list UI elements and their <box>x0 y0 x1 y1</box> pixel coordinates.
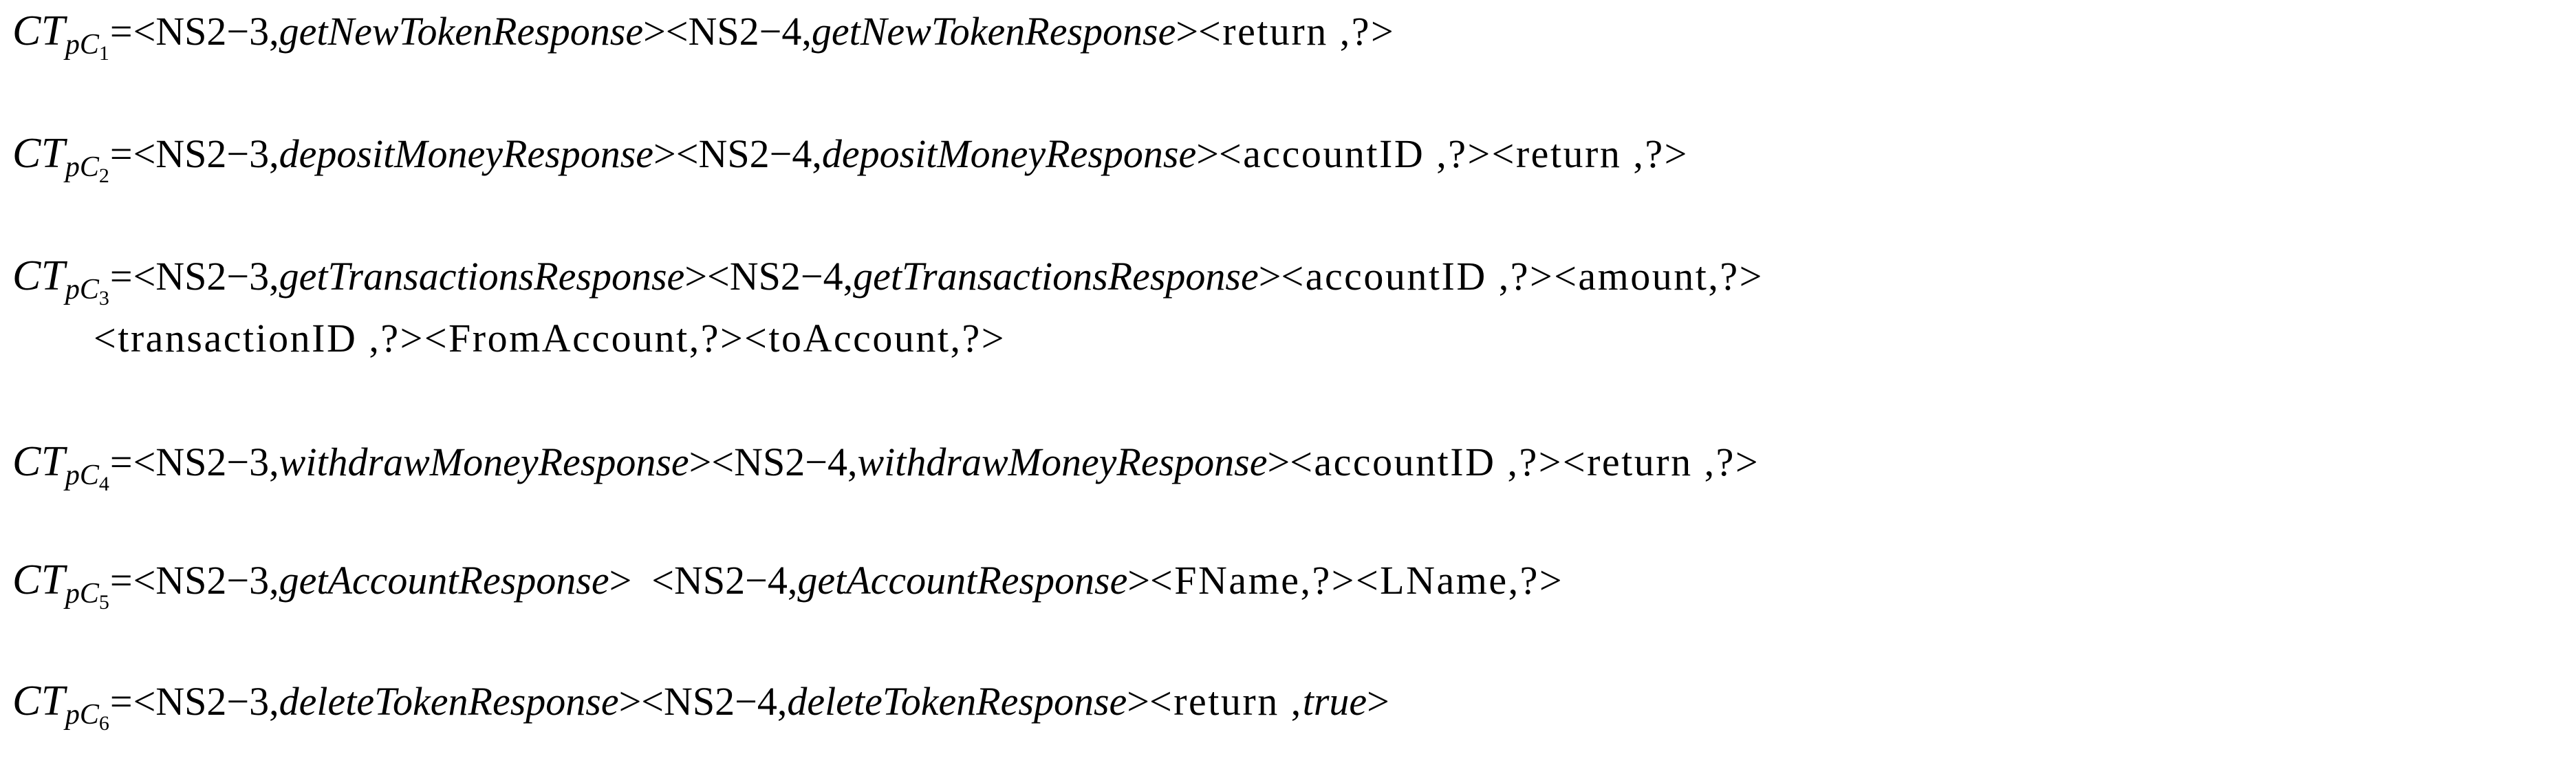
equation-token: getTransactionsResponse <box>853 254 1259 299</box>
equation-rhs-2: <NS2−3,depositMoneyResponse><NS2−4,depos… <box>133 134 1689 174</box>
equation-line: CTpC6=<NS2−3,deleteTokenResponse><NS2−4,… <box>12 680 1389 734</box>
equation-token: > <box>1176 9 1199 54</box>
equation-token: ><NS2−4, <box>689 440 858 484</box>
equation-line: CTpC5=<NS2−3,getAccountResponse> <NS2−4,… <box>12 559 1563 613</box>
equation-label-4: CTpC4 <box>12 438 109 495</box>
equation-line: CTpC1=<NS2−3,getNewTokenResponse><NS2−4,… <box>12 10 1395 64</box>
equation-token: <accountID ,?><return ,?> <box>1218 131 1689 176</box>
equation-token: <FName,?><LName,?> <box>1150 558 1564 603</box>
equation-label-2: CTpC2 <box>12 130 109 187</box>
equation-label-subscript-index: 5 <box>98 590 109 614</box>
equals-sign: = <box>109 558 133 603</box>
equation-label-subscript: pC5 <box>65 577 109 614</box>
equation-label-subscript: pC1 <box>65 28 109 65</box>
equation-line: CTpC2=<NS2−3,depositMoneyResponse><NS2−4… <box>12 132 1689 186</box>
equation-rhs-3: <NS2−3,getTransactionsResponse><NS2−4,ge… <box>133 257 1764 297</box>
equation-token: <NS2−3, <box>133 254 279 299</box>
equation-token: <return ,?> <box>1198 9 1396 54</box>
equation-label-6: CTpC6 <box>12 678 109 735</box>
equation-row-4: CTpC4=<NS2−3,withdrawMoneyResponse><NS2−… <box>12 440 1760 495</box>
equation-rhs-1: <NS2−3,getNewTokenResponse><NS2−4,getNew… <box>133 12 1396 52</box>
equation-line: CTpC3=<NS2−3,getTransactionsResponse><NS… <box>12 255 1764 309</box>
equation-rhs-5: <NS2−3,getAccountResponse> <NS2−4,getAcc… <box>133 561 1563 601</box>
equation-token: ><NS2−4, <box>618 679 788 724</box>
equation-token: <NS2−3, <box>133 131 279 176</box>
equation-rhs-3-cont: <transactionID ,?><FromAccount,?><toAcco… <box>94 318 1006 358</box>
equals-sign: = <box>109 254 133 299</box>
equation-token: withdrawMoneyResponse <box>857 440 1268 484</box>
equation-token: > <box>1267 440 1290 484</box>
equation-token: ><NS2−4, <box>643 9 812 54</box>
equation-token: deleteTokenResponse <box>279 679 619 724</box>
equation-token: <transactionID ,?><FromAccount,?><toAcco… <box>94 315 1006 360</box>
equation-label-subscript: pC6 <box>65 698 109 735</box>
equation-rhs-6: <NS2−3,deleteTokenResponse><NS2−4,delete… <box>133 682 1389 722</box>
equation-label-subscript-index: 2 <box>98 164 109 187</box>
equation-token: <accountID ,?><return ,?> <box>1290 440 1760 484</box>
equation-token: getTransactionsResponse <box>279 254 685 299</box>
equation-token: > <NS2−4, <box>609 558 798 603</box>
equals-sign: = <box>109 679 133 724</box>
equation-token: <NS2−3, <box>133 9 279 54</box>
equation-line: CTpC4=<NS2−3,withdrawMoneyResponse><NS2−… <box>12 440 1760 495</box>
equation-token: deleteTokenResponse <box>787 679 1127 724</box>
equation-label-subscript-index: 1 <box>98 41 109 65</box>
equals-sign: = <box>109 440 133 484</box>
equation-row-1: CTpC1=<NS2−3,getNewTokenResponse><NS2−4,… <box>12 10 1395 64</box>
equation-token: depositMoneyResponse <box>279 131 654 176</box>
equation-token: <accountID ,?><amount,?> <box>1281 254 1764 299</box>
equation-token: getAccountResponse <box>797 558 1128 603</box>
equation-label-subscript: pC2 <box>65 151 109 187</box>
equation-token: <NS2−3, <box>133 679 279 724</box>
equation-token: ><NS2−4, <box>653 131 822 176</box>
equation-row-3: CTpC3=<NS2−3,getTransactionsResponse><NS… <box>12 255 1764 358</box>
equation-token: > <box>1127 679 1150 724</box>
equation-token: > <box>1196 131 1219 176</box>
equation-continuation-line-3: <transactionID ,?><FromAccount,?><toAcco… <box>12 318 1764 358</box>
equation-label-subscript: pC4 <box>65 459 109 495</box>
equation-label-1: CTpC1 <box>12 8 109 65</box>
equation-token: <return , <box>1149 679 1303 724</box>
equation-row-2: CTpC2=<NS2−3,depositMoneyResponse><NS2−4… <box>12 132 1689 186</box>
equation-label-subscript-index: 4 <box>98 472 109 495</box>
equation-token: <NS2−3, <box>133 558 279 603</box>
equation-token: > <box>1127 558 1151 603</box>
equation-token: > <box>1367 679 1389 724</box>
equation-token: ><NS2−4, <box>684 254 854 299</box>
equation-token: <NS2−3, <box>133 440 279 484</box>
equals-sign: = <box>109 9 133 54</box>
equation-token: depositMoneyResponse <box>821 131 1197 176</box>
equation-label-subscript-index: 6 <box>98 711 109 735</box>
equation-label-5: CTpC5 <box>12 557 109 614</box>
equation-token: getNewTokenResponse <box>811 9 1176 54</box>
equation-row-6: CTpC6=<NS2−3,deleteTokenResponse><NS2−4,… <box>12 680 1389 734</box>
equation-row-5: CTpC5=<NS2−3,getAccountResponse> <NS2−4,… <box>12 559 1563 613</box>
equation-label-subscript-index: 3 <box>98 286 109 310</box>
equation-token: > <box>1258 254 1281 299</box>
equation-token: getNewTokenResponse <box>279 9 644 54</box>
equation-label-subscript: pC3 <box>65 273 109 310</box>
equation-token: getAccountResponse <box>279 558 609 603</box>
equation-rhs-4: <NS2−3,withdrawMoneyResponse><NS2−4,with… <box>133 442 1760 482</box>
equation-token: true <box>1302 679 1367 724</box>
equation-token: withdrawMoneyResponse <box>279 440 689 484</box>
equals-sign: = <box>109 131 133 176</box>
equation-label-3: CTpC3 <box>12 252 109 310</box>
